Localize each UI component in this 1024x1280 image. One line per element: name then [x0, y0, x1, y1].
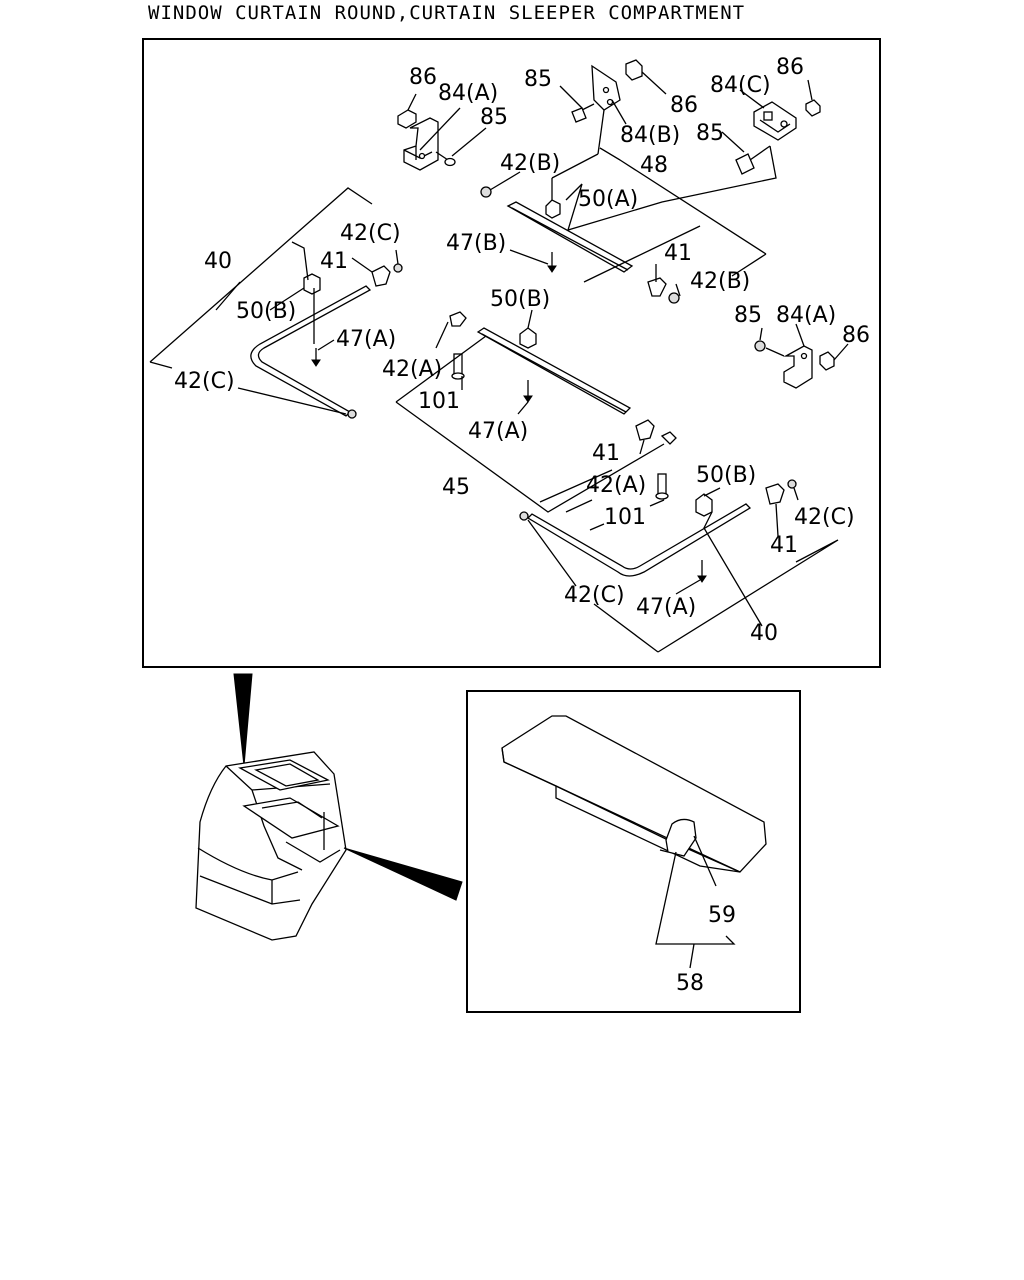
- label-41-mid: 41: [664, 241, 692, 266]
- screw-47a-left: [311, 348, 321, 367]
- label-50a: 50(A): [578, 187, 638, 212]
- runner-50a: [545, 199, 561, 219]
- label-86-top-left: 86: [409, 65, 437, 90]
- label-101-center: 101: [418, 389, 460, 414]
- label-84a-top-left: 84(A): [438, 81, 498, 106]
- screw-85-right: [754, 340, 785, 357]
- label-84b: 84(B): [620, 123, 680, 148]
- detail-frame: [466, 690, 801, 1013]
- stopper-41-right: [765, 483, 785, 505]
- label-101-right: 101: [604, 505, 646, 530]
- label-47b: 47(B): [446, 231, 506, 256]
- label-41-left: 41: [320, 249, 348, 274]
- clip-42c-bottom: [519, 511, 529, 521]
- screw-85-top-right: [735, 145, 771, 175]
- label-42b-mid: 42(B): [690, 269, 750, 294]
- screw-47a-right: [697, 560, 707, 583]
- label-86-right: 86: [842, 323, 870, 348]
- sleeper-curtain-illustration: [501, 715, 767, 873]
- diagram-title: WINDOW CURTAIN ROUND,CURTAIN SLEEPER COM…: [148, 2, 746, 24]
- stopper-41-mid: [647, 277, 667, 297]
- label-86-top-right: 86: [776, 55, 804, 80]
- curtain-rail-48: [506, 201, 634, 273]
- bracket-84a-right: [783, 345, 813, 389]
- label-42c-lower-left: 42(C): [174, 369, 235, 394]
- bracket-84b: [591, 64, 621, 111]
- clip-86-top-right: [805, 99, 821, 117]
- clip-42c-right: [787, 479, 797, 489]
- runner-50b-center: [519, 327, 537, 349]
- label-84a-right: 84(A): [776, 303, 836, 328]
- bracket-84c: [753, 101, 797, 141]
- curtain-rail-right: [526, 503, 752, 577]
- label-42c-upper-left: 42(C): [340, 221, 401, 246]
- clip-86-top-middle: [625, 59, 643, 81]
- label-86-top-middle: 86: [670, 93, 698, 118]
- label-47a-left: 47(A): [336, 327, 396, 352]
- callout-labels: 86 84(A) 85 85 86 84(B) 84(C) 86 85 42(B…: [174, 55, 870, 996]
- label-42a-center: 42(A): [382, 357, 442, 382]
- label-41-right: 41: [770, 533, 798, 558]
- stopper-41-center: [635, 419, 655, 441]
- curtain-rail-45: [476, 327, 632, 415]
- label-85-top-middle: 85: [524, 67, 552, 92]
- label-50b-center: 50(B): [490, 287, 550, 312]
- label-40-right: 40: [750, 621, 778, 646]
- clip-42b-mid: [668, 292, 680, 304]
- clip-86-right: [819, 351, 835, 371]
- clip-42c-left-top: [393, 263, 403, 273]
- bracket-84a-top: [403, 117, 439, 171]
- detail-leader-lines: [655, 835, 736, 969]
- label-85-top-left: 85: [480, 105, 508, 130]
- screw-47a-center: [523, 380, 533, 403]
- label-50b-right: 50(B): [696, 463, 756, 488]
- screw-85-top-middle: [571, 103, 595, 123]
- clip-86-top-left: [397, 109, 417, 129]
- clip-42b-top: [480, 186, 492, 198]
- label-47a-bottom: 47(A): [636, 595, 696, 620]
- runner-50b-left: [303, 273, 321, 295]
- label-58: 58: [676, 971, 704, 996]
- main-diagram-frame: [142, 38, 881, 668]
- label-85-top-right: 85: [696, 121, 724, 146]
- clip-42a-center: [449, 311, 467, 327]
- label-42b-top: 42(B): [500, 151, 560, 176]
- label-85-right: 85: [734, 303, 762, 328]
- bolt-101-right: [655, 473, 669, 500]
- label-45: 45: [442, 475, 470, 500]
- label-48: 48: [640, 153, 668, 178]
- clip-42a-right-top: [660, 431, 677, 445]
- label-47a-center: 47(A): [468, 419, 528, 444]
- screw-85-top-left: [435, 151, 456, 167]
- label-42c-bottom: 42(C): [564, 583, 625, 608]
- label-42c-right: 42(C): [794, 505, 855, 530]
- leader-lines: [149, 71, 849, 653]
- screw-47b: [547, 252, 557, 273]
- runner-50b-right: [695, 493, 713, 517]
- label-50b-left: 50(B): [236, 299, 296, 324]
- stopper-41-left: [371, 265, 391, 287]
- bolt-101-center: [451, 353, 465, 380]
- clip-42c-left-bottom: [347, 409, 357, 419]
- label-42a-right: 42(A): [586, 473, 646, 498]
- label-41-center: 41: [592, 441, 620, 466]
- label-40-left: 40: [204, 249, 232, 274]
- label-84c: 84(C): [710, 73, 771, 98]
- label-59: 59: [708, 903, 736, 928]
- truck-cab-illustration: [195, 673, 463, 941]
